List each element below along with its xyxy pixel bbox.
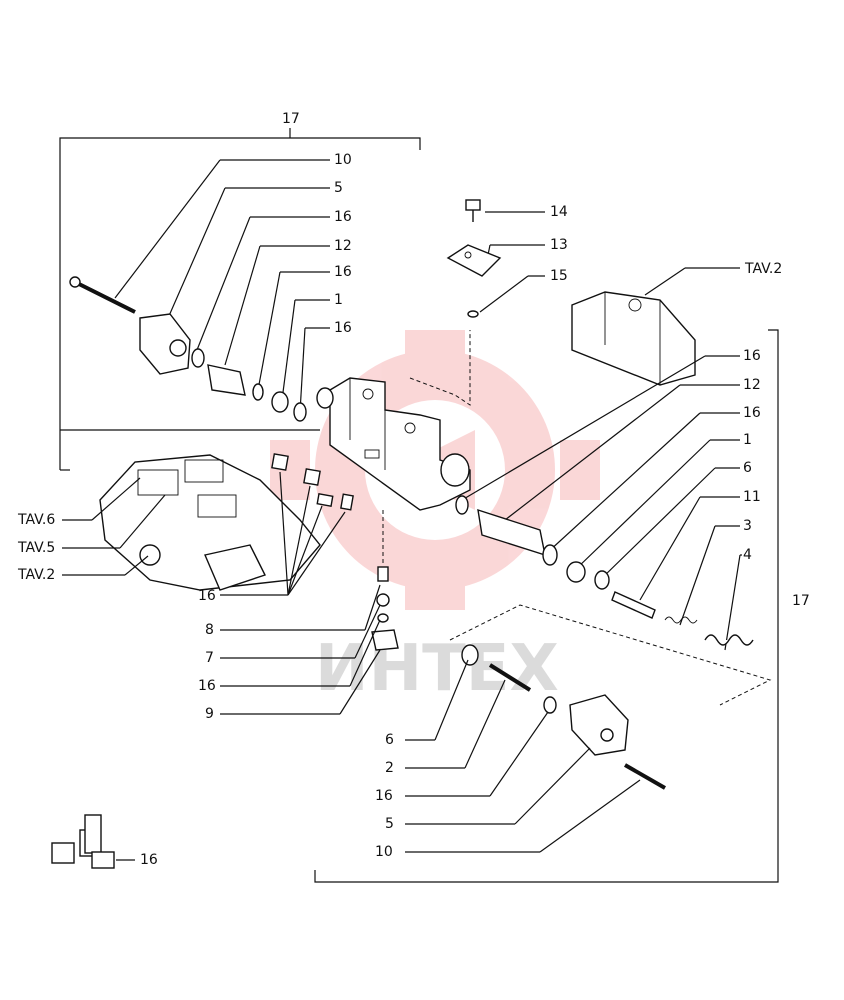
group-bracket-right [314, 329, 779, 883]
callout-center-8: 8 [205, 622, 214, 638]
callout-left-16b: 16 [334, 264, 352, 280]
watermark-text: ИНТЕХ [315, 632, 559, 706]
tav-left-leaders [62, 477, 166, 576]
callout-right-16b: 16 [743, 405, 761, 421]
callout-left-10: 10 [334, 152, 352, 168]
right-callout-leaders [461, 355, 742, 651]
callout-right-3: 3 [743, 518, 752, 534]
callout-right-16a: 16 [743, 348, 761, 364]
tav2-reference-block [571, 267, 740, 386]
callout-left-16c: 16 [334, 320, 352, 336]
callout-right-12: 12 [743, 377, 761, 393]
callout-top-13: 13 [550, 237, 568, 253]
seal-kit-legend-icon [51, 814, 135, 869]
callout-bottom-10: 10 [375, 844, 393, 860]
callout-right-4: 4 [743, 547, 752, 563]
callout-bottom-6: 6 [385, 732, 394, 748]
group-label-top: 17 [282, 111, 300, 127]
center-valve-block [316, 330, 471, 511]
callout-bottom-16: 16 [375, 788, 393, 804]
legend-label-16: 16 [140, 852, 158, 868]
callout-bottom-5: 5 [385, 816, 394, 832]
callout-center-16: 16 [198, 588, 216, 604]
bottom-callout-leaders [405, 659, 641, 853]
tav-left-6: TAV.6 [17, 512, 55, 528]
seal-squares [220, 453, 354, 596]
callout-left-16a: 16 [334, 209, 352, 225]
callout-right-1: 1 [743, 432, 752, 448]
left-callout-leaders [114, 159, 330, 413]
callout-right-6: 6 [743, 460, 752, 476]
callout-left-5: 5 [334, 180, 343, 196]
callout-bottom-2: 2 [385, 760, 394, 776]
callout-center-16b: 16 [198, 678, 216, 694]
bottom-parts [461, 644, 666, 790]
group-bracket-top [59, 128, 421, 471]
callout-top-15: 15 [550, 268, 568, 284]
right-parts [449, 495, 772, 706]
center-bottom-stack [220, 510, 399, 715]
tav-left-2: TAV.2 [17, 567, 55, 583]
left-parts [69, 276, 307, 422]
top-small-parts [446, 199, 502, 318]
callout-left-1: 1 [334, 292, 343, 308]
top-callout-leaders [479, 211, 545, 313]
callout-center-9: 9 [205, 706, 214, 722]
callout-right-11: 11 [743, 489, 761, 505]
callout-center-7: 7 [205, 650, 214, 666]
tav-left-5: TAV.5 [17, 540, 55, 556]
group-label-right: 17 [792, 593, 810, 609]
manifold-assembly [60, 429, 321, 591]
callout-left-12: 12 [334, 238, 352, 254]
callout-top-14: 14 [550, 204, 568, 220]
tav-top-right: TAV.2 [744, 261, 782, 277]
